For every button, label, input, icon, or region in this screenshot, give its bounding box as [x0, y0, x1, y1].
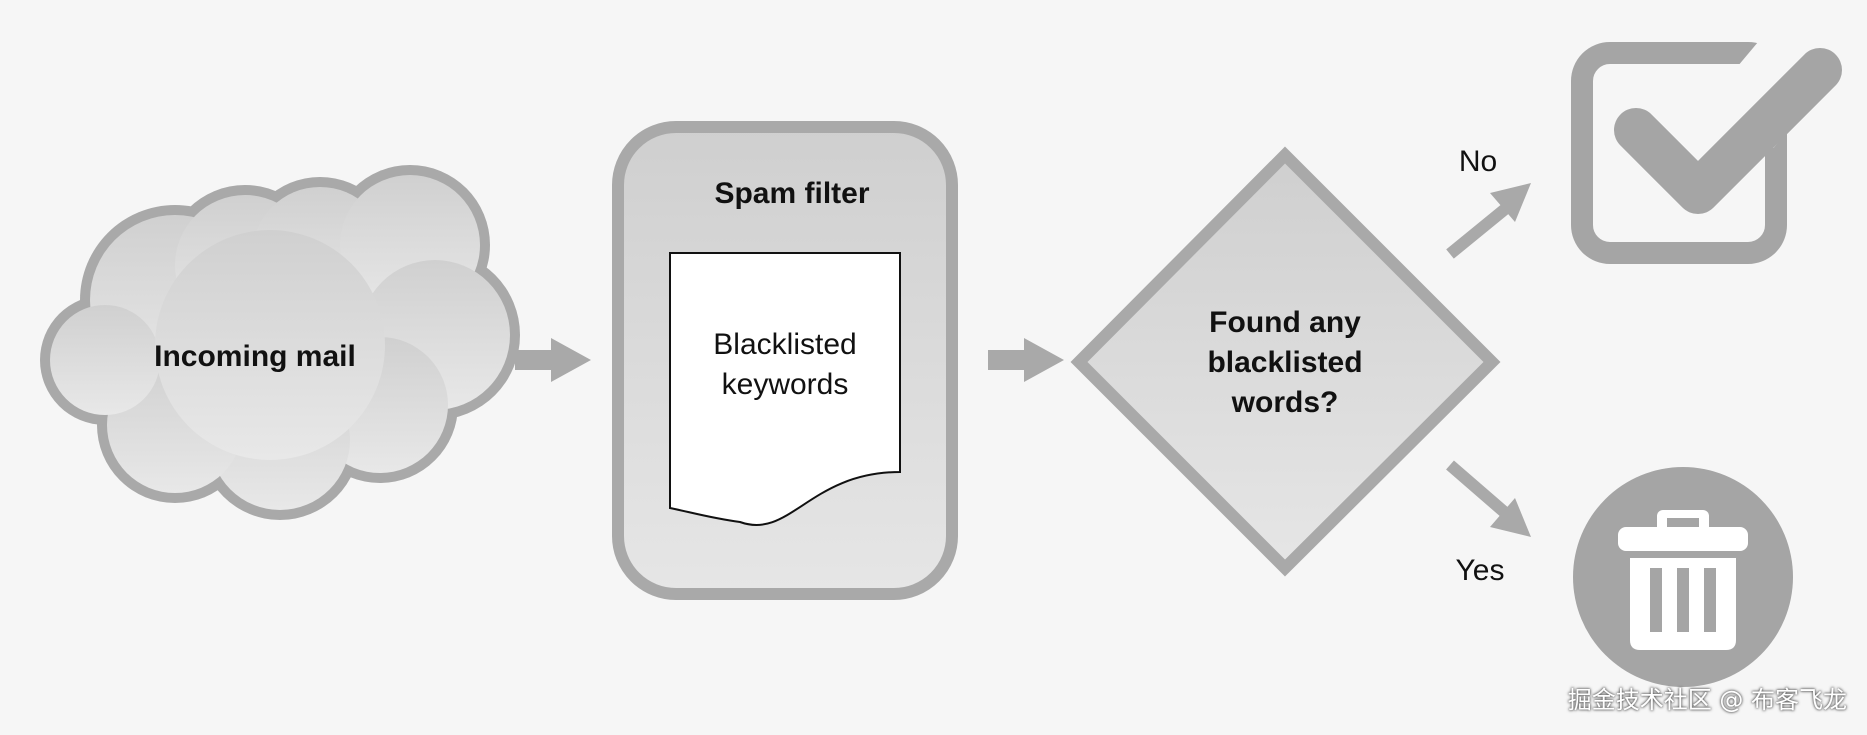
yes-branch: Yes: [1446, 460, 1531, 587]
document-line-1: Blacklisted: [713, 328, 856, 361]
trash-icon: [1573, 467, 1793, 687]
decision-diamond: Found any blacklisted words?: [1070, 146, 1501, 577]
arrow-filter-to-decision: [988, 338, 1064, 382]
no-branch: No: [1446, 145, 1531, 259]
yes-label: Yes: [1456, 554, 1505, 587]
decision-line-3: words?: [1231, 386, 1339, 419]
decision-line-2: blacklisted: [1207, 346, 1362, 379]
checkbox-check-icon: [1571, 19, 1842, 264]
watermark-text: 掘金技术社区 @ 布客飞龙: [1567, 686, 1847, 714]
no-label: No: [1459, 145, 1497, 178]
incoming-mail-cloud: Incoming mail: [40, 165, 520, 520]
spam-filter-title: Spam filter: [714, 177, 869, 210]
incoming-mail-label: Incoming mail: [154, 340, 356, 373]
spam-filter-box: Spam filter Blacklisted keywords: [612, 121, 958, 600]
document-line-2: keywords: [722, 368, 849, 401]
blacklist-document: Blacklisted keywords: [669, 252, 901, 526]
arrow-cloud-to-filter: [515, 338, 591, 382]
decision-line-1: Found any: [1209, 306, 1361, 339]
